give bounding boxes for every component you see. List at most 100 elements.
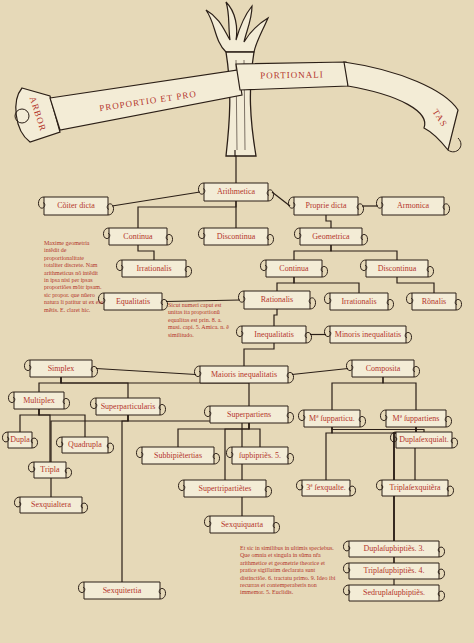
scroll-box: Sedruplaſupbiptiẽs. <box>345 585 443 601</box>
node-label: Rõnalis <box>408 293 460 310</box>
scroll-curl <box>28 462 71 478</box>
scroll-curl <box>98 293 167 310</box>
tree-branch <box>332 377 383 410</box>
tree-branch <box>274 309 277 326</box>
title-banner: ARBORPROPORTIO ET PROPORTIONALITAS <box>5 55 465 150</box>
banner-band <box>50 70 242 130</box>
node-label: Discontinua <box>362 260 432 277</box>
tree-branch <box>138 201 236 228</box>
banner-band <box>344 62 458 150</box>
tree-branch <box>332 427 424 432</box>
scroll-box: Tripla <box>30 462 70 478</box>
tree-branch <box>277 277 294 291</box>
tree-branch <box>39 377 61 392</box>
scroll-curl <box>376 197 449 215</box>
tree-branch <box>292 369 348 375</box>
scroll-box: Simplex <box>26 360 96 377</box>
scroll-box: Irrationalis <box>326 293 392 310</box>
node-label: Duplaſupbiptiẽs. 3. <box>345 541 443 557</box>
node-label: Continua <box>105 228 171 245</box>
node-label: Duplaſexquialt. <box>392 432 456 448</box>
banner-outline <box>5 55 465 150</box>
node-label: Mª ſuppartiens <box>382 410 450 427</box>
scroll-box: Proprie dicta <box>290 197 362 215</box>
scroll-box: Sexquiquarta <box>206 516 278 533</box>
scroll-box: Duplaſupbiptiẽs. 3. <box>345 541 443 557</box>
scroll-curl <box>288 197 363 215</box>
node-label: Geometrica <box>296 228 366 245</box>
scroll-curl <box>198 228 273 245</box>
banner-text: PORTIONALI <box>260 69 324 80</box>
tree-branch <box>383 377 416 410</box>
tree-branch <box>362 205 378 206</box>
tree-branch <box>244 343 274 366</box>
scroll-box: Armonica <box>378 197 448 215</box>
tree-branch <box>51 415 128 497</box>
node-label: Rationalis <box>240 291 314 309</box>
scroll-box: Maioris inequalitatis <box>196 366 292 383</box>
scroll-box: Supertripartiẽtes <box>180 480 270 497</box>
tree-flames <box>206 2 268 52</box>
node-label: Irrationalis <box>326 293 392 310</box>
scroll-box: Discontinua <box>362 260 432 277</box>
scroll-curl <box>38 197 113 215</box>
node-label: Maioris inequalitatis <box>196 366 292 383</box>
margin-note: Et sic in similibus in ultimis speciebus… <box>240 545 340 597</box>
tree-branch <box>235 150 236 183</box>
node-label: Arithmetica <box>200 183 272 201</box>
scroll-curl <box>103 228 172 245</box>
scroll-curl <box>390 432 457 448</box>
node-label: Inequalitatis <box>238 326 310 343</box>
tree-branch <box>394 427 416 585</box>
scroll-curl <box>236 326 311 343</box>
scroll-box: Composita <box>348 360 418 377</box>
node-label: Superpartiens <box>206 406 292 423</box>
tree-branch <box>20 409 39 432</box>
banner-curl <box>448 138 461 152</box>
tree-branch <box>310 334 326 335</box>
node-label: Cõiter dicta <box>40 197 112 215</box>
node-label: Supertripartiẽtes <box>180 480 270 497</box>
node-label: ſupbipriẽs. 5. <box>228 447 292 464</box>
tree-branch <box>39 409 85 437</box>
scroll-box: Multiplex <box>10 392 68 409</box>
scroll-curl <box>380 410 451 427</box>
scroll-curl <box>116 260 191 277</box>
tree-branch <box>331 245 397 260</box>
node-label: Sexquitertia <box>80 582 164 599</box>
scroll-box: Triplaſupbiptiẽs. 4. <box>345 563 443 579</box>
tree-branch <box>39 409 50 462</box>
node-label: Minoris inequalitatis <box>326 326 410 343</box>
scroll-box: Minoris inequalitatis <box>326 326 410 343</box>
scroll-box: Continua <box>105 228 171 245</box>
scroll-box: 3ª ſexqualte. <box>298 480 354 496</box>
scroll-curl <box>8 392 69 409</box>
scroll-box: Rationalis <box>240 291 314 309</box>
scroll-curl <box>90 398 165 415</box>
scroll-curl <box>136 447 219 464</box>
tree-branch <box>397 277 434 293</box>
scroll-curl <box>376 480 453 496</box>
node-label: Superparticularis <box>92 398 164 415</box>
scroll-box: Mª ſuppartiens <box>382 410 450 427</box>
node-label: Armonica <box>378 197 448 215</box>
margin-note: Maxime geometria intẽdit de proportional… <box>44 240 104 314</box>
scroll-curl <box>298 410 365 427</box>
scroll-curl <box>226 447 293 464</box>
node-label: Composita <box>348 360 418 377</box>
node-label: Sedruplaſupbiptiẽs. <box>345 585 443 601</box>
node-label: Simplex <box>26 360 96 377</box>
node-label: 3ª ſexqualte. <box>298 480 354 496</box>
scroll-box: ſupbipriẽs. 5. <box>228 447 292 464</box>
node-label: Irrationalis <box>118 260 190 277</box>
scroll-curl <box>78 582 165 599</box>
node-label: Multiplex <box>10 392 68 409</box>
tree-branch <box>61 377 128 398</box>
scroll-curl <box>324 293 393 310</box>
margin-note: Sicut numeri caput est unitas ita propor… <box>168 302 234 339</box>
tree-branch <box>326 427 332 480</box>
scroll-box: Superpartiens <box>206 406 292 423</box>
scroll-box: Superparticularis <box>92 398 164 415</box>
node-label: Mª ſupparticu. <box>300 410 364 427</box>
banner-curl <box>15 109 29 123</box>
